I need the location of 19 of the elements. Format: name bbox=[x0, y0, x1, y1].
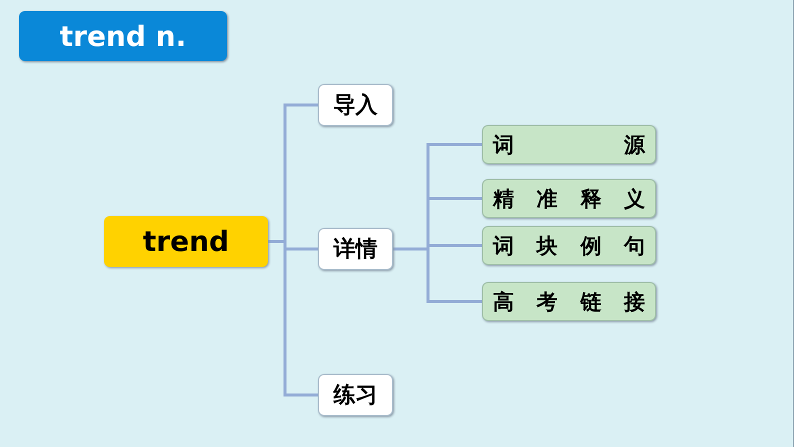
node-label: trend bbox=[142, 225, 230, 258]
topic-box bbox=[318, 84, 393, 126]
topic-box bbox=[318, 228, 393, 270]
subtopic-box bbox=[482, 125, 656, 164]
node-label: 词源 bbox=[493, 132, 645, 158]
subtopic-box bbox=[482, 282, 656, 321]
subtopic-box bbox=[482, 226, 656, 265]
topic-box bbox=[318, 374, 393, 416]
root-box bbox=[104, 216, 268, 267]
title-box bbox=[19, 11, 227, 61]
node-label: trend n. bbox=[60, 20, 186, 52]
node-label: 导入 bbox=[334, 92, 378, 120]
node-label: 练习 bbox=[334, 382, 378, 410]
subtopic-box bbox=[482, 179, 656, 218]
connector-line bbox=[393, 248, 482, 303]
node-label: 词块例句 bbox=[493, 232, 645, 260]
node-label: 详情 bbox=[334, 236, 378, 264]
node-label: 高考链接 bbox=[493, 288, 645, 316]
node-label: 精准释义 bbox=[493, 186, 645, 212]
